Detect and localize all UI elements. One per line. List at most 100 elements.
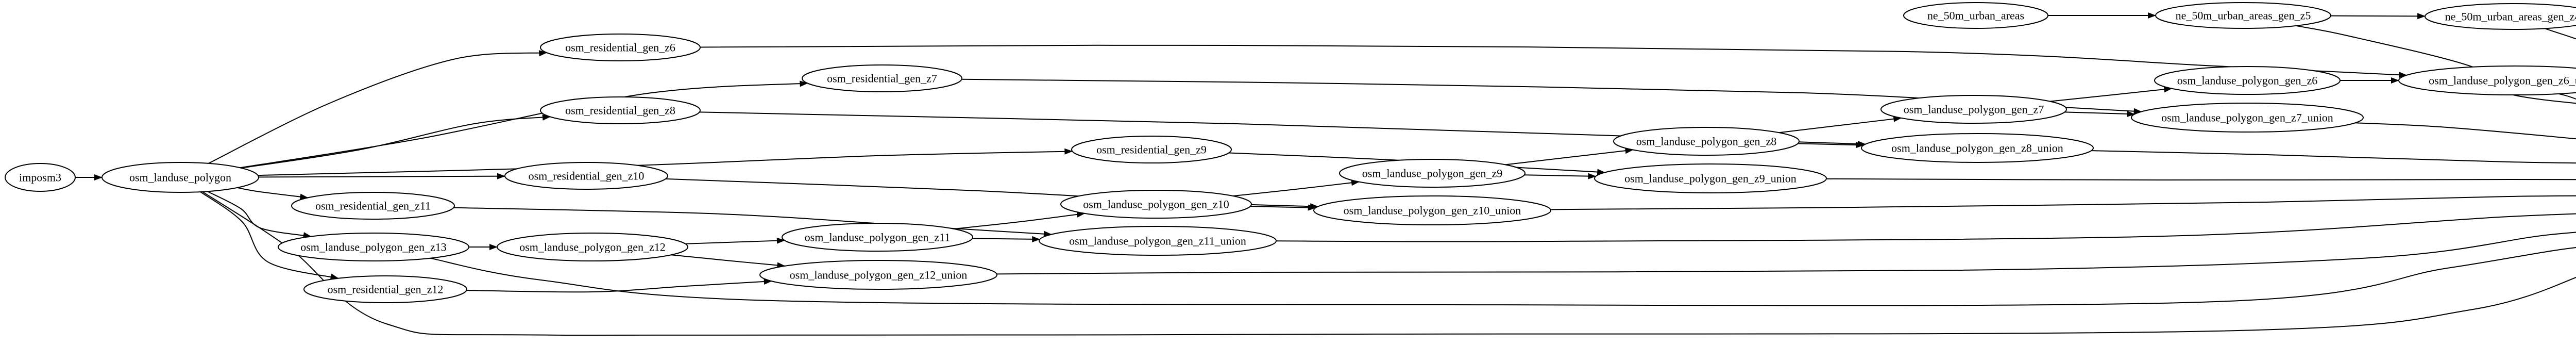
node-osm_landuse_polygon_gen_z9: osm_landuse_polygon_gen_z9 bbox=[1339, 159, 1526, 188]
node-ellipse-osm_residential_gen_z11 bbox=[291, 192, 455, 220]
node-ellipse-osm_landuse_polygon_gen_z8_union bbox=[1861, 133, 2094, 163]
node-osm_landuse_polygon_gen_z6_union: osm_landuse_polygon_gen_z6_union bbox=[2398, 65, 2576, 95]
node-osm_landuse_polygon_gen_z7_union: osm_landuse_polygon_gen_z7_union bbox=[2131, 103, 2364, 133]
node-osm_residential_gen_z9: osm_residential_gen_z9 bbox=[1071, 136, 1232, 163]
node-label-osm_landuse_polygon_gen_z7: osm_landuse_polygon_gen_z7 bbox=[1904, 103, 2044, 116]
node-ellipse-osm_residential_gen_z7 bbox=[802, 64, 962, 92]
edge-osm_landuse_polygon_gen_z11-to-osm_landuse_polygon_gen_z10 bbox=[954, 211, 1086, 229]
edge-osm_landuse_polygon-to-osm_residential_gen_z12 bbox=[200, 191, 339, 280]
edge-osm_landuse_polygon_gen_z12_union-to-layer-landuse-z12 bbox=[996, 232, 2576, 275]
edge-osm_landuse_polygon_gen_z8-to-osm_landuse_polygon_gen_z8_union bbox=[1798, 142, 1865, 149]
edge-osm_landuse_polygon_gen_z9_union-to-layer-landuse-z9 bbox=[1826, 178, 2576, 181]
edge-osm_landuse_polygon_gen_z7_union-to-layer-landuse-z7 bbox=[2355, 122, 2576, 140]
node-ellipse-osm_landuse_polygon_gen_z10_union bbox=[1313, 195, 1551, 225]
node-ellipse-osm_landuse_polygon_gen_z10 bbox=[1060, 190, 1252, 219]
node-ellipse-osm_landuse_polygon_gen_z8 bbox=[1613, 127, 1800, 156]
edge-osm_landuse_polygon-to-osm_landuse_polygon_gen_z13 bbox=[207, 191, 312, 239]
edge-osm_landuse_polygon_gen_z12-to-osm_landuse_polygon_gen_z11 bbox=[685, 237, 785, 244]
edge-osm_landuse_polygon_gen_z9-to-osm_landuse_polygon_gen_z9_union bbox=[1524, 173, 1597, 179]
node-label-osm_landuse_polygon_gen_z11: osm_landuse_polygon_gen_z11 bbox=[805, 231, 951, 243]
node-osm_landuse_polygon_gen_z9_union: osm_landuse_polygon_gen_z9_union bbox=[1594, 163, 1827, 193]
node-ellipse-osm_residential_gen_z6 bbox=[540, 34, 701, 61]
node-ellipse-osm_landuse_polygon_gen_z9_union bbox=[1594, 163, 1827, 193]
edge-osm_residential_gen_z12-to-osm_landuse_polygon_gen_z12_union bbox=[466, 278, 772, 293]
edge-osm_residential_gen_z11-to-osm_landuse_polygon_gen_z11_union bbox=[453, 207, 1052, 237]
edge-osm_landuse_polygon-to-osm_residential_gen_z9 bbox=[258, 148, 1073, 176]
node-label-osm_landuse_polygon_gen_z12: osm_landuse_polygon_gen_z12 bbox=[519, 240, 666, 253]
node-osm_residential_gen_z10: osm_residential_gen_z10 bbox=[504, 162, 668, 190]
node-label-osm_landuse_polygon_gen_z6: osm_landuse_polygon_gen_z6 bbox=[2177, 74, 2318, 87]
node-ellipse-ne_50m_urban_areas_gen_z5 bbox=[2155, 2, 2331, 29]
node-label-ne_50m_urban_areas_gen_z5: ne_50m_urban_areas_gen_z5 bbox=[2176, 9, 2311, 22]
node-ellipse-osm_residential_gen_z12 bbox=[303, 275, 467, 303]
node-label-ne_50m_urban_areas: ne_50m_urban_areas bbox=[1927, 9, 2024, 22]
node-ellipse-osm_landuse_polygon_gen_z11_union bbox=[1039, 226, 1277, 256]
node-label-osm_residential_gen_z9: osm_residential_gen_z9 bbox=[1096, 143, 1207, 156]
node-label-osm_landuse_polygon_gen_z12_union: osm_landuse_polygon_gen_z12_union bbox=[790, 268, 968, 281]
node-osm_landuse_polygon_gen_z12: osm_landuse_polygon_gen_z12 bbox=[497, 233, 688, 261]
node-ellipse-osm_landuse_polygon_gen_z7 bbox=[1880, 95, 2067, 124]
edge-osm_landuse_polygon-to-osm_residential_gen_z11 bbox=[237, 187, 309, 200]
node-label-osm_landuse_polygon_gen_z10_union: osm_landuse_polygon_gen_z10_union bbox=[1344, 204, 1521, 217]
node-osm_landuse_polygon_gen_z12_union: osm_landuse_polygon_gen_z12_union bbox=[759, 260, 997, 290]
node-imposm3: imposm3 bbox=[5, 163, 76, 192]
node-ne_50m_urban_areas: ne_50m_urban_areas bbox=[1903, 2, 2048, 29]
node-ellipse-osm_landuse_polygon_gen_z13 bbox=[278, 233, 469, 261]
node-ellipse-osm_landuse_polygon_gen_z11 bbox=[782, 223, 973, 252]
node-label-osm_landuse_polygon_gen_z13: osm_landuse_polygon_gen_z13 bbox=[300, 240, 447, 253]
edge-osm_landuse_polygon_gen_z7-to-osm_landuse_polygon_gen_z7_union bbox=[2064, 110, 2136, 117]
edge-osm_landuse_polygon_gen_z8_union-to-layer-landuse-z8 bbox=[2091, 150, 2576, 164]
node-osm_residential_gen_z8: osm_residential_gen_z8 bbox=[540, 96, 701, 124]
node-label-osm_landuse_polygon_gen_z10: osm_landuse_polygon_gen_z10 bbox=[1083, 198, 1229, 210]
node-osm_landuse_polygon_gen_z10: osm_landuse_polygon_gen_z10 bbox=[1060, 190, 1252, 219]
node-osm_landuse_polygon_gen_z11: osm_landuse_polygon_gen_z11 bbox=[782, 223, 973, 252]
node-ellipse-osm_landuse_polygon_gen_z7_union bbox=[2131, 103, 2364, 133]
node-ellipse-ne_50m_urban_areas_gen_z4 bbox=[2425, 3, 2576, 30]
node-ellipse-osm_residential_gen_z8 bbox=[540, 96, 701, 124]
node-ellipse-osm_landuse_polygon_gen_z12 bbox=[497, 233, 688, 261]
node-osm_landuse_polygon_gen_z8: osm_landuse_polygon_gen_z8 bbox=[1613, 127, 1800, 156]
node-ellipse-osm_residential_gen_z9 bbox=[1071, 136, 1232, 163]
node-ellipse-osm_landuse_polygon_gen_z6 bbox=[2154, 66, 2341, 95]
edge-osm_landuse_polygon_gen_z11-to-osm_landuse_polygon_gen_z11_union bbox=[972, 236, 1041, 242]
node-label-osm_landuse_polygon_gen_z9: osm_landuse_polygon_gen_z9 bbox=[1362, 167, 1503, 179]
edge-osm_landuse_polygon_gen_z10_union-to-layer-landuse-z10 bbox=[1550, 195, 2576, 210]
node-osm_landuse_polygon_gen_z8_union: osm_landuse_polygon_gen_z8_union bbox=[1861, 133, 2094, 163]
node-osm_landuse_polygon_gen_z13: osm_landuse_polygon_gen_z13 bbox=[278, 233, 469, 261]
node-label-ne_50m_urban_areas_gen_z4: ne_50m_urban_areas_gen_z4 bbox=[2445, 10, 2576, 23]
edge-osm_landuse_polygon-to-osm_residential_gen_z10 bbox=[258, 173, 506, 179]
edge-ne_50m_urban_areas_gen_z4-to-layer-landuse-z4 bbox=[2545, 28, 2576, 40]
node-ellipse-osm_landuse_polygon_gen_z6_union bbox=[2398, 65, 2576, 95]
node-label-osm_landuse_polygon_gen_z7_union: osm_landuse_polygon_gen_z7_union bbox=[2161, 111, 2333, 124]
node-osm_landuse_polygon_gen_z7: osm_landuse_polygon_gen_z7 bbox=[1880, 95, 2067, 124]
node-osm_residential_gen_z6: osm_residential_gen_z6 bbox=[540, 34, 701, 61]
node-label-osm_residential_gen_z12: osm_residential_gen_z12 bbox=[328, 283, 444, 295]
node-ellipse-osm_landuse_polygon bbox=[101, 162, 259, 193]
edge-osm_landuse_polygon_gen_z12-to-osm_landuse_polygon_gen_z12_union bbox=[671, 254, 786, 269]
node-osm_landuse_polygon_gen_z11_union: osm_landuse_polygon_gen_z11_union bbox=[1039, 226, 1277, 256]
node-osm_residential_gen_z7: osm_residential_gen_z7 bbox=[802, 64, 962, 92]
node-ne_50m_urban_areas_gen_z5: ne_50m_urban_areas_gen_z5 bbox=[2155, 2, 2331, 29]
edge-osm_landuse_polygon-to-osm_residential_gen_z6 bbox=[208, 50, 548, 164]
node-osm_landuse_polygon_gen_z10_union: osm_landuse_polygon_gen_z10_union bbox=[1313, 195, 1551, 225]
edge-osm_landuse_polygon_gen_z9-to-osm_landuse_polygon_gen_z8 bbox=[1505, 147, 1634, 166]
node-label-osm_landuse_polygon_gen_z9_union: osm_landuse_polygon_gen_z9_union bbox=[1624, 172, 1797, 185]
node-label-osm_residential_gen_z6: osm_residential_gen_z6 bbox=[565, 41, 675, 54]
node-ellipse-ne_50m_urban_areas bbox=[1903, 2, 2048, 29]
edge-osm_landuse_polygon-to-layer-landuse-z14+ bbox=[202, 191, 2576, 337]
edge-osm_residential_gen_z6-to-osm_landuse_polygon_gen_z6_union bbox=[700, 44, 2408, 78]
node-ne_50m_urban_areas_gen_z4: ne_50m_urban_areas_gen_z4 bbox=[2425, 3, 2576, 30]
node-label-imposm3: imposm3 bbox=[19, 171, 61, 184]
node-label-osm_residential_gen_z8: osm_residential_gen_z8 bbox=[565, 104, 675, 117]
node-label-osm_landuse_polygon_gen_z11_union: osm_landuse_polygon_gen_z11_union bbox=[1069, 234, 1246, 247]
node-label-osm_landuse_polygon_gen_z8: osm_landuse_polygon_gen_z8 bbox=[1636, 135, 1777, 147]
edge-osm_landuse_polygon-to-osm_residential_gen_z8 bbox=[241, 114, 551, 169]
edge-osm_landuse_polygon_gen_z8-to-osm_landuse_polygon_gen_z7 bbox=[1778, 116, 1902, 134]
edge-osm_landuse_polygon_gen_z13-to-layer-landuse-z13 bbox=[430, 246, 2576, 306]
node-label-osm_residential_gen_z10: osm_residential_gen_z10 bbox=[529, 169, 645, 182]
node-ellipse-imposm3 bbox=[5, 163, 76, 192]
edges-layer bbox=[75, 12, 2576, 337]
node-label-osm_landuse_polygon_gen_z6_union: osm_landuse_polygon_gen_z6_union bbox=[2429, 74, 2576, 87]
